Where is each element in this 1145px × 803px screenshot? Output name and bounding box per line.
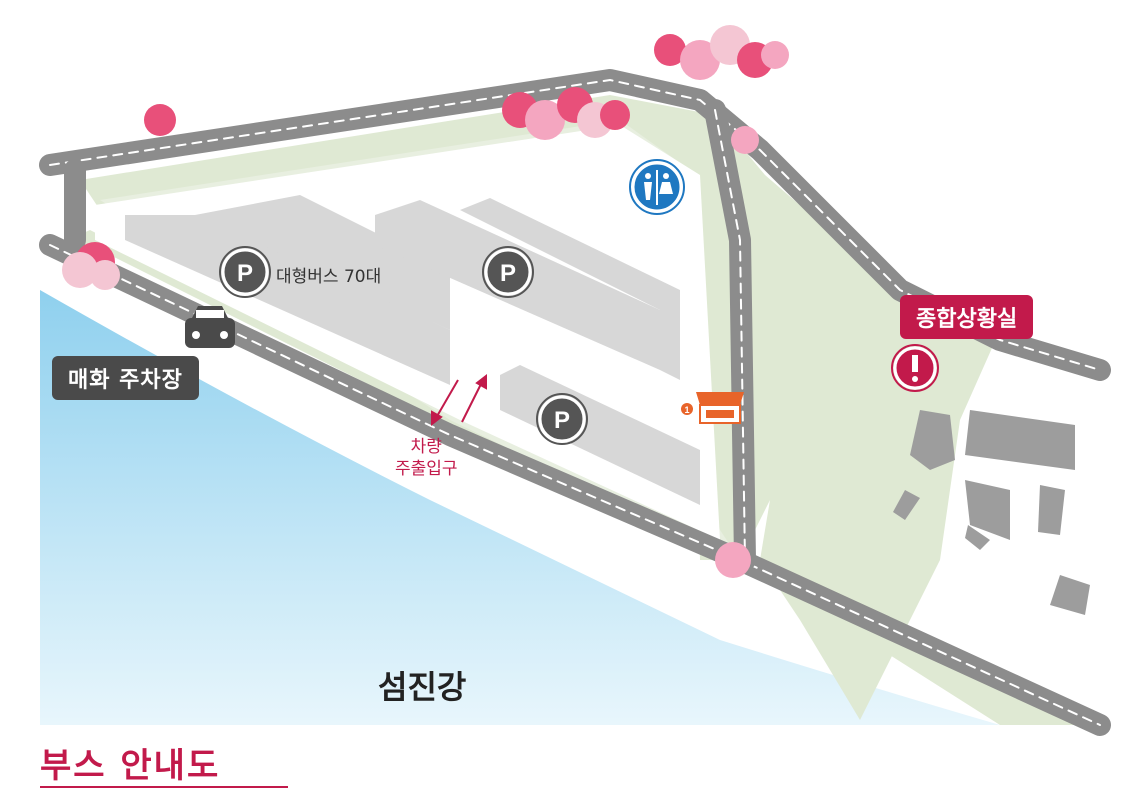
page-title: 부스 안내도 — [40, 746, 221, 786]
restroom-icon[interactable] — [629, 159, 685, 215]
booth-stall-icon[interactable] — [681, 392, 744, 424]
river-name: 섬진강 — [378, 668, 467, 706]
booth-number: 1 — [684, 405, 689, 415]
cherry-blossom-tree-icon — [62, 25, 789, 578]
control-room-label[interactable]: 종합상황실 — [900, 295, 1034, 339]
vehicle-entrance-label: 차량 주출입구 — [395, 436, 458, 480]
maehwa-parking-label[interactable]: 매화 주차장 — [52, 356, 199, 400]
svg-text:P: P — [500, 260, 516, 287]
parking-icon[interactable]: P — [482, 246, 534, 298]
buildings — [893, 410, 1090, 615]
parking-icon[interactable]: P — [536, 393, 588, 445]
parking-capacity-label: 대형버스 70대 — [276, 267, 382, 287]
parking-icon[interactable]: P — [219, 246, 271, 298]
info-alert-icon[interactable] — [891, 344, 939, 392]
entrance-line-2: 주출입구 — [395, 459, 458, 479]
car-icon — [185, 306, 235, 348]
svg-text:P: P — [237, 260, 253, 287]
svg-text:P: P — [554, 407, 570, 434]
roads — [39, 69, 1111, 736]
entrance-line-1: 차량 — [410, 437, 442, 457]
river — [40, 290, 1000, 725]
two-way-arrow-icon — [431, 373, 487, 427]
title-underline — [40, 786, 288, 788]
